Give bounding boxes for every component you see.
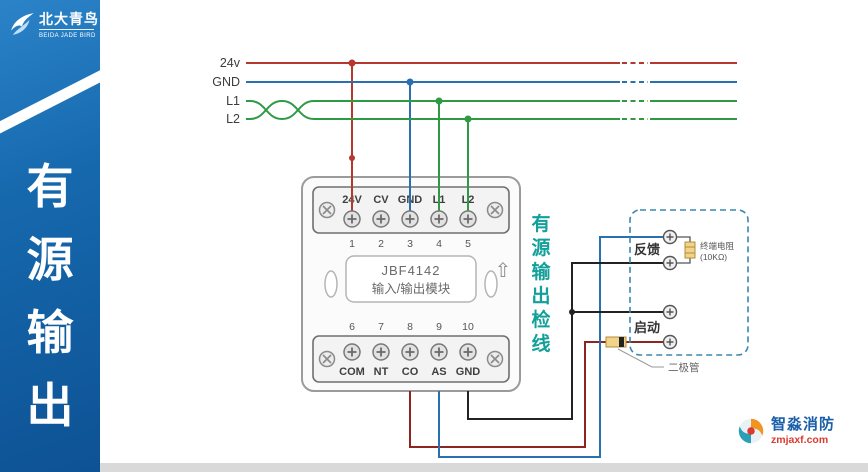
brand-name-cn: 北大青鸟 [39,11,99,27]
terminal-screws [343,210,477,361]
bus-label-gnd: GND [212,75,240,89]
bottom-strip [100,463,868,472]
left-slot [324,270,338,298]
diode-band [619,337,624,347]
terminal-number: 7 [378,321,384,333]
terminal-number: 10 [462,321,474,333]
screw-icon [318,201,336,219]
module-name: 输入/输出模块 [372,281,451,296]
wire-common-gnd [467,262,663,420]
bird-logo-icon [7,7,37,46]
junction-dot-black [569,309,575,315]
sidebar-title-char: 源 [26,233,74,286]
sidebar-title-char: 有 [26,160,74,213]
sidebar-title-char: 出 [26,379,74,432]
module-model: JBF4142 [381,263,440,278]
terminal-number: 9 [436,321,442,333]
terminal-number: 5 [465,238,471,250]
brand-divider [39,29,94,30]
junction-dots-red [348,59,356,161]
terminal-label-co: CO [402,366,419,378]
terminal-label-com: COM [339,366,365,378]
resistor-leads [676,236,691,264]
terminal-label-gnd2: GND [456,366,481,378]
svg-text:输: 输 [531,260,551,283]
resistor-icon [684,241,696,259]
arrow-up-icon: ⇧ [495,260,512,282]
svg-text:检: 检 [531,308,550,331]
wire-feedback [438,236,663,458]
bus-label-l2: L2 [226,112,240,126]
terminal-number: 4 [436,238,442,250]
bus-label-24v: 24v [220,56,241,70]
junction-dots-green [435,97,472,123]
svg-text:有: 有 [531,212,550,235]
screw-icon [486,350,504,368]
resistor-label-line2: (10KΩ) [700,252,727,262]
terminal-number: 1 [349,238,355,250]
svg-text:线: 线 [531,332,550,355]
brand-logo: 北大青鸟 BEIDA JADE BIRD [0,0,100,95]
bus-labels: 24v GND L1 L2 [212,56,241,126]
vertical-note: 有 源 输 出 检 线 [531,212,551,355]
resistor-bands [685,246,695,254]
sidebar: 北大青鸟 BEIDA JADE BIRD 有 源 输 出 [0,0,100,472]
brand-name-en: BEIDA JADE BIRD [39,33,96,39]
wire-gnd [246,81,737,213]
svg-text:出: 出 [531,284,550,307]
start-label: 启动 [634,320,660,335]
junction-dot-blue [406,78,414,86]
module-nameplate [345,255,477,303]
diode-icon [605,336,627,348]
wire-24v [246,62,737,213]
start-terminal-top [662,304,678,320]
terminal-label-nt: NT [374,366,389,378]
watermark-brand: 智淼消防 [771,416,836,433]
svg-text:源: 源 [531,236,550,259]
resistor-label-line1: 终端电阻 [700,241,735,251]
screw-icon [318,350,336,368]
feedback-terminal-top [662,229,678,245]
bus-label-l1: L1 [226,94,240,108]
start-terminal-bottom [662,334,678,350]
wire-start-plus [409,341,663,448]
sidebar-title-char: 输 [26,306,74,359]
watermark: 智淼消防 zmjaxf.com [736,416,835,451]
terminal-number: 3 [407,238,413,250]
device-dashed-outline [629,209,749,356]
feedback-label: 反馈 [634,242,660,257]
watermark-swirl-icon [736,416,766,451]
watermark-site: zmjaxf.com [771,434,829,446]
diode-label: 二极管 [668,361,700,374]
device-box: 反馈 启动 终端电阻 (10KΩ) 二极管 [605,209,749,374]
terminal-number: 8 [407,321,413,333]
wire-l2 [246,99,737,213]
feedback-terminal-bottom [662,255,678,271]
right-slot [484,270,498,298]
terminal-number: 2 [378,238,384,250]
terminal-number: 6 [349,321,355,333]
terminal-label-as: AS [431,366,446,378]
screw-icon [486,201,504,219]
diode-leader-line [617,348,664,368]
terminal-label-cv: CV [373,194,389,206]
